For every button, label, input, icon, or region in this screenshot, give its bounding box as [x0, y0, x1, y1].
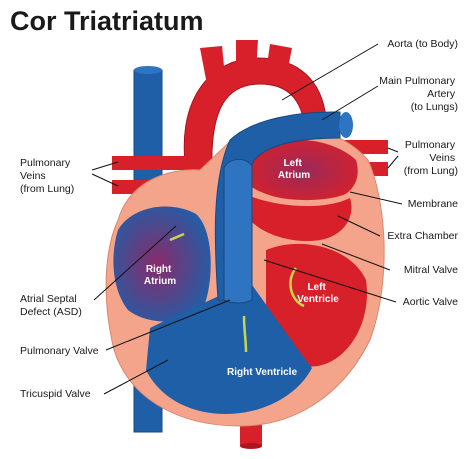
flow-arrow-left-ventricle	[289, 267, 305, 308]
aorta-label: Aorta (to Body)	[387, 38, 458, 50]
left-atrium	[250, 139, 358, 202]
aortic-valve-label: Aortic Valve	[403, 296, 458, 308]
right-atrium-label: Right Atrium	[144, 264, 176, 287]
descending-aorta-end	[240, 443, 262, 449]
right-atrium	[113, 206, 211, 322]
tricuspid-valve-label: Tricuspid Valve	[20, 388, 91, 400]
extra-chamber-label: Extra Chamber	[387, 230, 458, 242]
flow-arrow-right-atrium	[169, 232, 185, 242]
leader-lines	[91, 43, 403, 395]
left-ventricle-label: Left Ventricle	[297, 282, 339, 305]
extra-chamber	[250, 196, 352, 242]
pulmonary-valve-label: Pulmonary Valve	[20, 345, 99, 357]
vena-cava-top	[134, 66, 162, 74]
mitral-valve-label: Mitral Valve	[404, 264, 458, 276]
right-ventricle-label: Right Ventricle	[227, 367, 297, 378]
aortic-branch-3	[266, 44, 292, 78]
asd-label: Atrial Septal Defect (ASD)	[20, 293, 82, 318]
pulmonary-artery-end	[339, 112, 353, 138]
flow-arrow-right-ventricle	[242, 315, 248, 353]
pulmonary-veins-left-label: Pulmonary Veins (from Lung)	[404, 139, 458, 177]
membrane	[249, 190, 353, 205]
left-atrium-label: Left Atrium	[278, 158, 310, 181]
main-pulmonary-artery-label: Main Pulmonary Artery (to Lungs)	[379, 75, 458, 113]
membrane-label: Membrane	[408, 198, 458, 210]
diagram-title: Cor Triatriatum	[10, 6, 204, 36]
flow-arrows	[169, 232, 305, 353]
pulmonary-veins-right-label: Pulmonary Veins (from Lung)	[20, 157, 74, 195]
aorta-root	[223, 159, 253, 304]
aortic-branch-1	[200, 46, 226, 90]
aortic-branch-2	[236, 40, 258, 72]
pulmonary-vein-right-upper	[112, 156, 186, 170]
right-ventricle	[146, 282, 312, 414]
